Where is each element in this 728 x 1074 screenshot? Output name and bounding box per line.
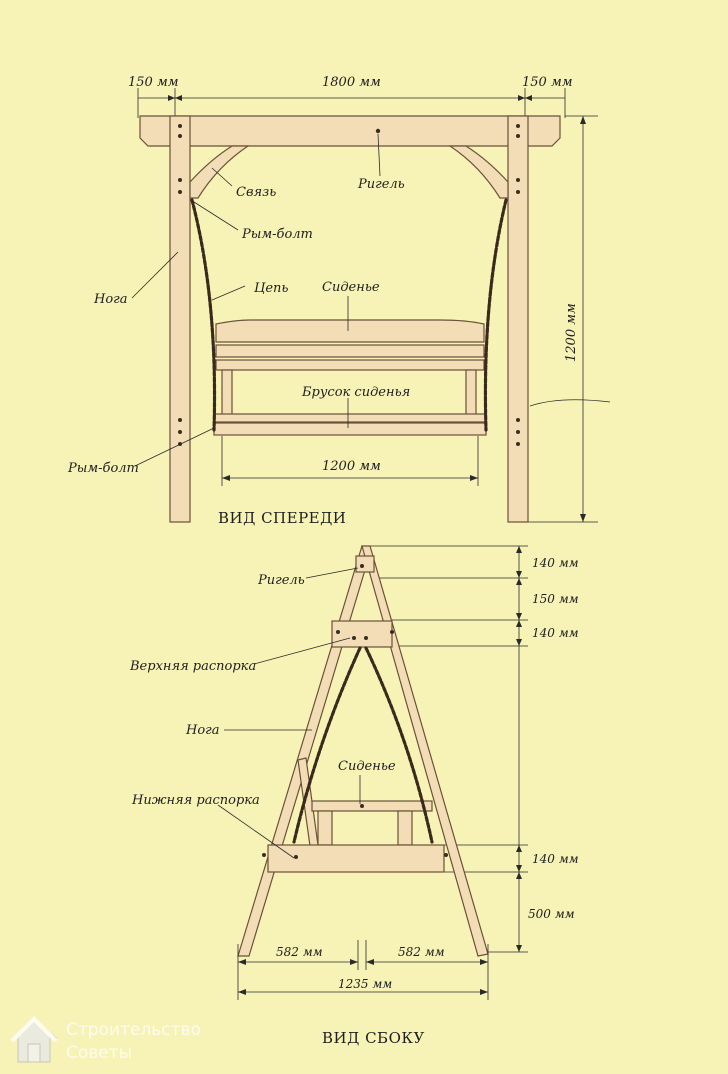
watermark-line1: Строительство: [66, 1020, 201, 1040]
label-front-leg: Нога: [93, 292, 127, 307]
front-leg-left: [169, 115, 191, 523]
label-lower-strut: Нижняя распорка: [131, 793, 260, 808]
label-chain: Цепь: [254, 281, 288, 296]
label-side-leg: Нога: [185, 723, 219, 738]
side-leaders: [217, 567, 361, 859]
side-beam: [355, 555, 375, 573]
side-view-title: ВИД СБОКУ: [322, 1029, 425, 1047]
front-brace-left: [189, 145, 250, 199]
front-chain-right: [483, 198, 508, 432]
label-side-seat: Сиденье: [338, 759, 396, 774]
label-eyebolt-top: Рым-болт: [241, 227, 313, 242]
dim-upper-strut: 140 мм: [532, 626, 579, 640]
house-icon: [10, 1016, 58, 1063]
label-front-beam: Ригель: [357, 177, 405, 192]
dim-right-overhang: 150 мм: [522, 75, 573, 90]
side-lower-strut: [267, 844, 445, 873]
dim-half-left: 582 мм: [276, 945, 323, 959]
side-chain-left: [292, 646, 362, 844]
dim-base: 1235 мм: [338, 977, 392, 991]
dim-ground-clearance: 500 мм: [528, 907, 575, 921]
label-seat-bar: Брусок сиденья: [301, 385, 410, 400]
front-height-dimension: [528, 115, 611, 523]
dim-lower-strut: 140 мм: [532, 852, 579, 866]
dim-half-right: 582 мм: [398, 945, 445, 959]
side-height-dimensions: [370, 545, 528, 953]
side-bolts: [262, 564, 448, 859]
dim-beam-height: 140 мм: [532, 556, 579, 570]
watermark: Строительство Советы: [10, 1016, 201, 1063]
watermark-line2: Советы: [66, 1043, 132, 1063]
side-chain-right: [364, 646, 434, 844]
label-front-seat: Сиденье: [322, 280, 380, 295]
dim-span: 1800 мм: [322, 75, 381, 90]
label-eyebolt-bottom: Рым-болт: [67, 461, 139, 476]
dim-left-overhang: 150 мм: [128, 75, 179, 90]
front-view-title: ВИД СПЕРЕДИ: [218, 509, 346, 527]
front-beam: [139, 115, 561, 147]
front-seat: [213, 319, 487, 436]
side-base-dimensions: [237, 940, 489, 1000]
label-brace: Связь: [236, 185, 276, 200]
label-upper-strut: Верхняя распорка: [129, 659, 256, 674]
side-upper-strut: [331, 620, 393, 648]
dim-seat-width: 1200 мм: [322, 459, 381, 474]
front-brace-right: [448, 145, 509, 199]
front-seat-dimension: [221, 436, 479, 486]
front-view: 150 мм 1800 мм 150 мм 1200 мм: [67, 75, 611, 527]
side-leg-right: [361, 545, 489, 957]
side-view: 140 мм 150 мм 140 мм 140 мм 500 мм: [129, 545, 579, 1047]
front-chain-left: [190, 198, 217, 432]
front-top-dimension: [137, 88, 566, 118]
side-leg-left: [237, 545, 372, 957]
label-side-beam: Ригель: [257, 573, 305, 588]
front-leaders: [131, 133, 381, 467]
dim-gap: 150 мм: [532, 592, 579, 606]
dim-height: 1200 мм: [564, 303, 579, 362]
front-leg-right: [507, 115, 529, 523]
